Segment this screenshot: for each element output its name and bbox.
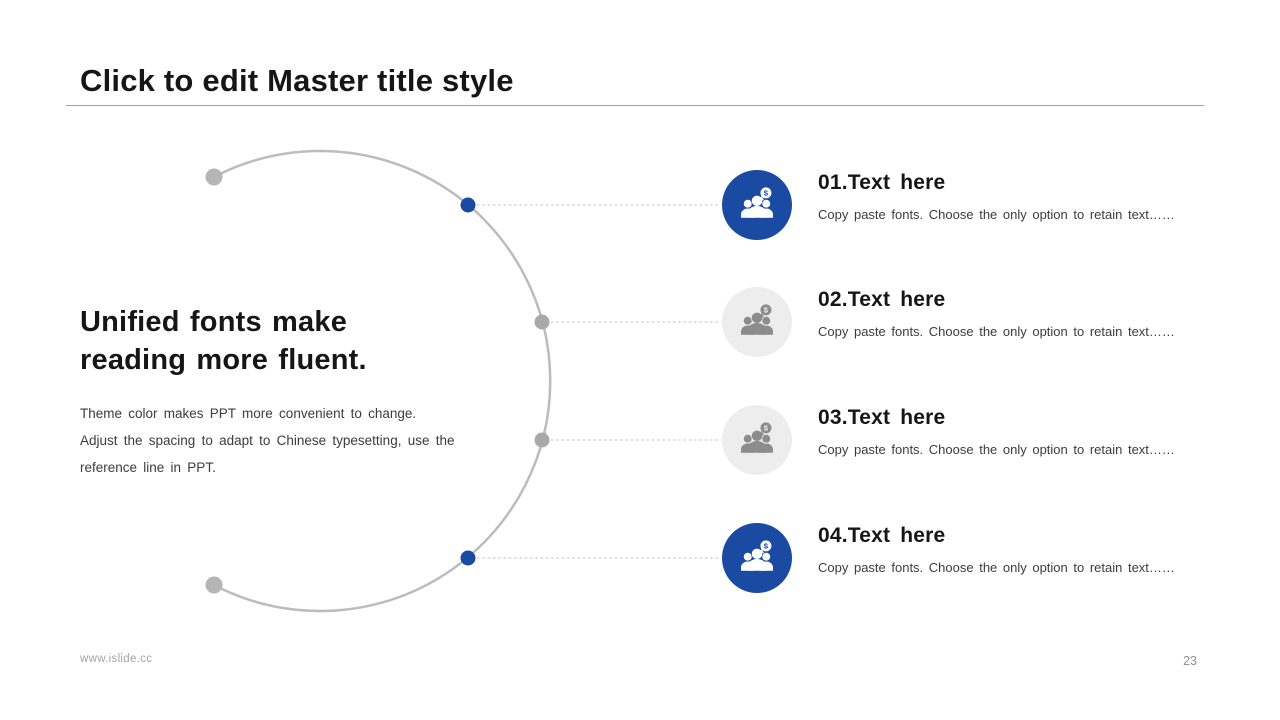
- arc-endpoint-dot-top: [205, 168, 223, 186]
- arc-endpoint-dot-bottom: [205, 576, 223, 594]
- left-panel-heading: Unified fonts make reading more fluent.: [80, 303, 367, 379]
- footer-url: www.islide.cc: [80, 653, 153, 665]
- item-body: Copy paste fonts. Choose the only option…: [818, 207, 1175, 222]
- arc-node-dot-4: [460, 550, 476, 566]
- item-heading: 04.Text here: [818, 524, 946, 547]
- arc-circle: [213, 149, 552, 613]
- page-number: 23: [1183, 654, 1197, 668]
- dollar-glyph: $: [764, 189, 769, 198]
- arc-node-dot-3: [534, 432, 550, 448]
- dollar-glyph: $: [764, 542, 769, 551]
- item-body: Copy paste fonts. Choose the only option…: [818, 324, 1175, 339]
- title-divider: [66, 105, 1204, 106]
- people-group-dollar-icon: $: [722, 523, 792, 593]
- people-group-dollar-icon: $: [722, 287, 792, 357]
- dollar-glyph: $: [764, 424, 769, 433]
- page-title: Click to edit Master title style: [80, 63, 514, 98]
- item-heading: 03.Text here: [818, 406, 946, 429]
- left-body-line-2: Adjust the spacing to adapt to Chinese t…: [80, 433, 455, 448]
- list-item-1: $ 01.Text here Copy paste fonts. Choose …: [722, 170, 1200, 240]
- list-item-3: $ 03.Text here Copy paste fonts. Choose …: [722, 405, 1200, 475]
- list-item-2: $ 02.Text here Copy paste fonts. Choose …: [722, 287, 1200, 357]
- arc-node-dot-1: [460, 197, 476, 213]
- left-body-line-3: reference line in PPT.: [80, 460, 216, 475]
- dollar-glyph: $: [764, 306, 769, 315]
- left-heading-line-2: reading more fluent.: [80, 344, 367, 376]
- left-body-line-1: Theme color makes PPT more convenient to…: [80, 406, 417, 421]
- item-body: Copy paste fonts. Choose the only option…: [818, 560, 1175, 575]
- item-heading: 02.Text here: [818, 288, 946, 311]
- people-group-dollar-icon: $: [722, 170, 792, 240]
- item-heading: 01.Text here: [818, 171, 946, 194]
- left-panel-body: Theme color makes PPT more convenient to…: [80, 400, 490, 481]
- list-item-4: $ 04.Text here Copy paste fonts. Choose …: [722, 523, 1200, 593]
- item-body: Copy paste fonts. Choose the only option…: [818, 442, 1175, 457]
- arc-node-dot-2: [534, 314, 550, 330]
- people-group-dollar-icon: $: [722, 405, 792, 475]
- left-heading-line-1: Unified fonts make: [80, 306, 348, 338]
